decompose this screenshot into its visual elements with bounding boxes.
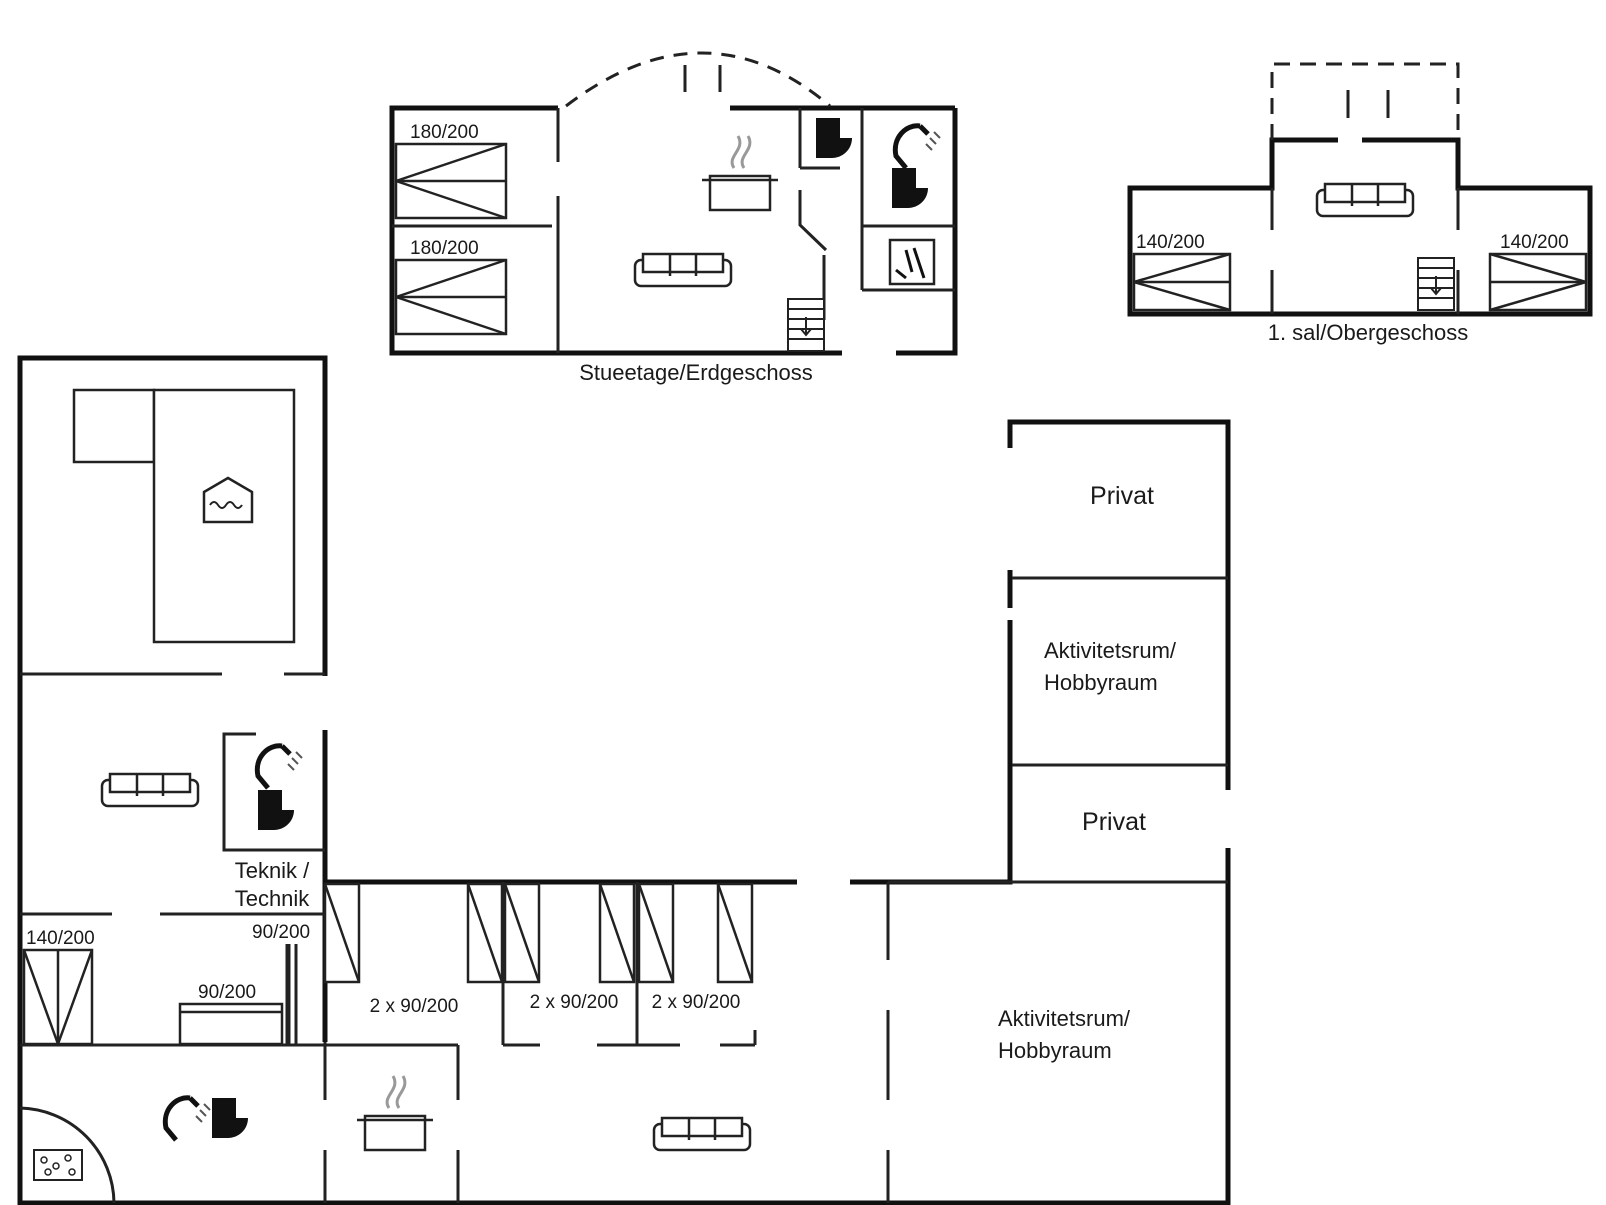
room-label-aktivitetsrum: Aktivitetsrum/	[998, 1006, 1131, 1031]
stove-pot-icon	[700, 134, 780, 212]
toilet-icon	[892, 168, 928, 208]
main-plan: Teknik / Technik 140/200 90/200 90/200 2…	[17, 355, 1231, 1205]
bed-size-label: 2 x 90/200	[530, 992, 619, 1013]
bed-double	[22, 948, 94, 1046]
bed-size-label: 140/200	[1500, 232, 1569, 253]
washer-icon	[888, 238, 936, 286]
room-label-aktivitetsrum: Hobbyraum	[1044, 670, 1158, 695]
bed-single	[178, 1002, 284, 1046]
bed-size-label: 90/200	[252, 922, 310, 943]
toilet-icon	[258, 790, 294, 830]
floor-label: 1. sal/Obergeschoss	[1268, 320, 1469, 345]
toilet-icon	[212, 1098, 248, 1138]
ground-floor-plan: 180/200 180/200 Stueetage/Erdgeschoss	[389, 51, 958, 385]
sofa-icon	[652, 1116, 752, 1152]
sofa-icon	[633, 252, 733, 288]
bed-double	[1132, 252, 1232, 312]
floor-label: Stueetage/Erdgeschoss	[579, 360, 813, 385]
stairs-icon	[1417, 257, 1455, 311]
stairs-icon	[787, 298, 825, 352]
bed-size-label: 90/200	[198, 982, 256, 1003]
bed-size-label: 140/200	[26, 928, 95, 949]
hot-tub-icon	[72, 388, 296, 644]
toilet-icon	[816, 118, 852, 158]
bed-double	[1488, 252, 1588, 312]
room-label-aktivitetsrum: Aktivitetsrum/	[1044, 638, 1177, 663]
bed-double	[394, 142, 508, 220]
room-label-aktivitetsrum: Hobbyraum	[998, 1038, 1112, 1063]
bed-size-label: 180/200	[410, 238, 479, 259]
bed-single	[323, 882, 754, 984]
bed-size-label: 2 x 90/200	[652, 992, 741, 1013]
sofa-icon	[1315, 182, 1415, 218]
shower-icon	[165, 1098, 210, 1140]
shower-icon	[895, 126, 940, 168]
room-label-teknik: Teknik /	[235, 858, 310, 883]
bed-double	[394, 258, 508, 336]
bed-size-label: 180/200	[410, 122, 479, 143]
shower-icon	[257, 746, 302, 788]
room-label-privat: Privat	[1082, 808, 1146, 836]
stove-pot-icon	[355, 1074, 435, 1152]
room-label-teknik: Technik	[235, 886, 311, 911]
bed-size-label: 2 x 90/200	[370, 996, 459, 1017]
first-floor-plan: 140/200 140/200 1. sal/Obergeschoss	[1127, 62, 1593, 345]
sauna-icon	[33, 1149, 83, 1181]
bed-size-label: 140/200	[1136, 232, 1205, 253]
room-label-privat: Privat	[1090, 482, 1154, 510]
sofa-icon	[100, 772, 200, 808]
